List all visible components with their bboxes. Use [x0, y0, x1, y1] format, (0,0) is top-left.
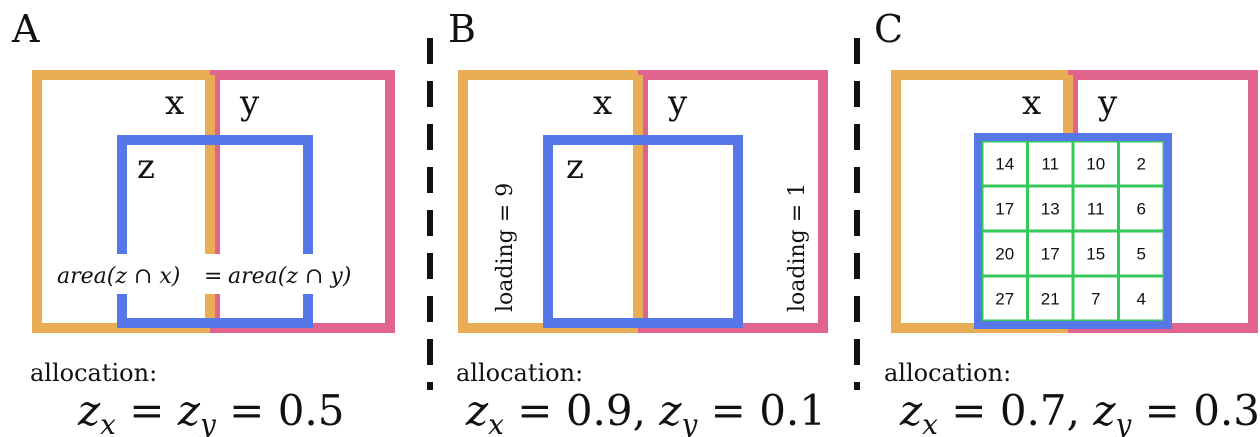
- panel-b: B x y z loading = 9 loading = 1 allocati…: [448, 7, 828, 437]
- y-label: y: [1097, 83, 1118, 123]
- grid-cell-value: 17: [1041, 245, 1060, 264]
- panel-a: A x y z area(z ∩ x) = area(z ∩ y) alloca…: [11, 7, 395, 437]
- allocation-formula: zx = 0.7, zy = 0.3: [899, 386, 1260, 437]
- z-label: z: [566, 147, 584, 187]
- allocation-label: allocation:: [456, 359, 583, 387]
- loading-right-label: loading = 1: [785, 183, 810, 312]
- grid-cell-value: 14: [995, 155, 1014, 174]
- grid-cell-value: 4: [1137, 290, 1146, 309]
- grid-cell-value: 11: [1087, 200, 1105, 219]
- panel-letter: C: [874, 7, 903, 51]
- allocation-label: allocation:: [30, 359, 157, 387]
- panel-letter: A: [11, 7, 40, 51]
- grid-cell-value: 27: [995, 290, 1014, 309]
- grid-cell-value: 21: [1041, 290, 1060, 309]
- grid-cell-value: 20: [995, 245, 1014, 264]
- z-box: [543, 135, 743, 328]
- grid-cell-value: 10: [1086, 155, 1105, 174]
- area-equals: =: [204, 264, 222, 289]
- x-label: x: [593, 83, 612, 123]
- x-label: x: [165, 83, 184, 123]
- grid-cell-value: 11: [1041, 155, 1059, 174]
- z-label: z: [137, 147, 155, 187]
- z-box: [117, 135, 313, 328]
- allocation-formula: zx = zy = 0.5: [77, 386, 345, 437]
- area-left-expression: area(z ∩ x): [57, 264, 180, 289]
- area-label-backdrop: [55, 254, 375, 294]
- grid-cell-value: 15: [1086, 245, 1105, 264]
- grid-cell: [1117, 274, 1166, 323]
- panel-letter: B: [448, 7, 476, 51]
- grid-cell-value: 5: [1137, 245, 1146, 264]
- grid-cell: [1026, 274, 1075, 323]
- grid-cell-value: 13: [1041, 200, 1060, 219]
- loading-left-label: loading = 9: [493, 183, 518, 312]
- grid-cell-value: 2: [1137, 155, 1146, 174]
- allocation-formula: zx = 0.9, zy = 0.1: [465, 386, 826, 437]
- y-label: y: [239, 83, 260, 123]
- grid-cell-value: 7: [1091, 290, 1100, 309]
- y-label: y: [667, 83, 688, 123]
- grid-cell-value: 17: [995, 200, 1014, 219]
- allocation-label: allocation:: [884, 359, 1011, 387]
- grid-cell: [1071, 274, 1120, 323]
- area-right-expression: area(z ∩ y): [228, 264, 351, 289]
- grid-cell: [980, 184, 1029, 233]
- grid-cell-value: 6: [1137, 200, 1146, 219]
- z-box: [974, 133, 1172, 329]
- grid-cell: [1071, 229, 1120, 278]
- x-label: x: [1022, 83, 1041, 123]
